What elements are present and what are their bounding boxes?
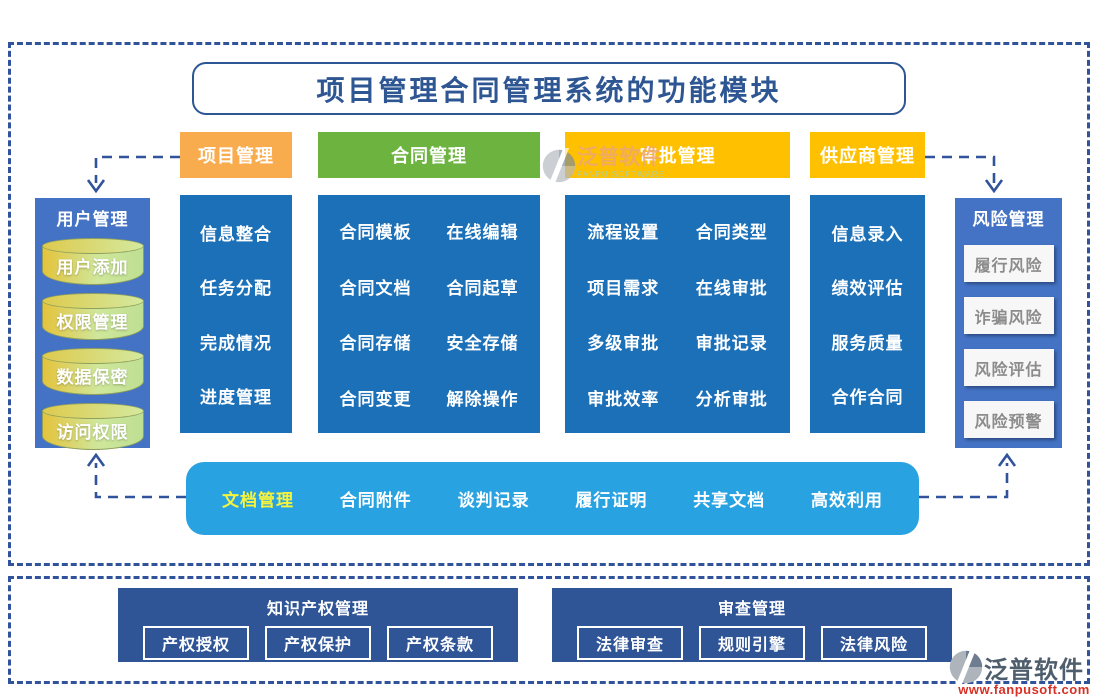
module-label: 合同变更 [339, 389, 412, 409]
module-label: 绩效评估 [831, 279, 904, 299]
page-title: 项目管理合同管理系统的功能模块 [192, 62, 906, 115]
module-label: 合同文档 [339, 278, 412, 298]
column-supplier: 信息录入 绩效评估 服务质量 合作合同 [810, 195, 925, 433]
review-item: 规则引擎 [698, 626, 805, 660]
main-dashed-frame [8, 42, 1090, 566]
header-approval-label: 审批管理 [639, 146, 716, 166]
user-item-label: 访问权限 [56, 423, 129, 442]
bottom-dashed-frame [8, 576, 1090, 684]
header-contract-label: 合同管理 [391, 146, 467, 166]
module-label: 安全存储 [446, 334, 519, 354]
module-label: 审批效率 [587, 389, 660, 409]
doc-bar-item: 谈判记录 [457, 491, 530, 510]
doc-bar-item: 高效利用 [810, 491, 883, 510]
doc-bar-item-highlight: 文档管理 [222, 491, 294, 510]
review-management-section: 审查管理 法律审查 规则引擎 法律风险 [552, 588, 952, 662]
cylinder-top [41, 348, 144, 364]
module-label: 解除操作 [446, 389, 519, 409]
ip-section-items: 产权授权 产权保护 产权条款 [118, 626, 518, 660]
ip-section-title: 知识产权管理 [266, 601, 369, 618]
ip-item: 产权条款 [387, 626, 494, 660]
cylinder-top [41, 403, 144, 419]
module-label: 完成情况 [200, 333, 272, 353]
module-label: 服务质量 [831, 333, 904, 353]
module-label: 合同模板 [339, 223, 412, 243]
header-contract: 合同管理 [318, 132, 540, 178]
module-label: 任务分配 [200, 279, 272, 299]
module-label: 进度管理 [200, 388, 272, 408]
user-item-label: 用户添加 [56, 258, 129, 277]
module-label: 合同存储 [339, 334, 412, 354]
module-label: 在线编辑 [446, 223, 519, 243]
cylinder-top [41, 293, 144, 309]
brand-url: www.fanpusoft.com [958, 682, 1090, 697]
module-label: 在线审批 [695, 278, 768, 298]
page-title-text: 项目管理合同管理系统的功能模块 [316, 74, 782, 106]
user-item-cylinder: 访问权限 [41, 403, 144, 450]
risk-panel-title: 风险管理 [972, 210, 1045, 229]
review-item: 法律审查 [576, 626, 683, 660]
doc-bar-item: 合同附件 [339, 491, 412, 510]
doc-bar-item: 共享文档 [693, 491, 766, 510]
ip-management-section: 知识产权管理 产权授权 产权保护 产权条款 [118, 588, 518, 662]
module-label: 流程设置 [587, 223, 660, 243]
module-label: 信息整合 [200, 224, 272, 244]
brand-logo: 泛普软件 www.fanpusoft.com [948, 649, 1100, 697]
module-label: 多级审批 [587, 334, 660, 354]
module-label: 信息录入 [831, 224, 904, 244]
module-label: 审批记录 [695, 334, 768, 354]
risk-item: 诈骗风险 [963, 297, 1054, 334]
column-contract: 合同模板 在线编辑 合同文档 合同起草 合同存储 安全存储 合同变更 解除操作 [318, 195, 540, 433]
user-item-label: 权限管理 [56, 313, 129, 332]
risk-item: 风险预警 [963, 401, 1054, 438]
doc-bar-item: 履行证明 [575, 491, 648, 510]
column-project: 信息整合 任务分配 完成情况 进度管理 [180, 195, 292, 433]
user-item-label: 数据保密 [56, 368, 129, 387]
review-section-items: 法律审查 规则引擎 法律风险 [552, 626, 952, 660]
module-label: 合作合同 [831, 388, 904, 408]
review-section-title: 审查管理 [717, 601, 786, 618]
user-item-cylinder: 权限管理 [41, 293, 144, 340]
user-item-cylinder: 用户添加 [41, 238, 144, 285]
risk-management-panel: 风险管理 履行风险 诈骗风险 风险评估 风险预警 [955, 198, 1062, 448]
brand-name: 泛普软件 [984, 656, 1084, 684]
fanpu-logo-icon [949, 649, 983, 685]
header-approval: 审批管理 [565, 132, 790, 178]
document-bar: 文档管理 合同附件 谈判记录 履行证明 共享文档 高效利用 [186, 462, 919, 535]
ip-item: 产权保护 [264, 626, 371, 660]
cylinder-top [41, 238, 144, 254]
header-project: 项目管理 [180, 132, 292, 178]
header-supplier-label: 供应商管理 [820, 146, 915, 166]
review-item: 法律风险 [821, 626, 928, 660]
column-approval: 流程设置 合同类型 项目需求 在线审批 多级审批 审批记录 审批效率 分析审批 [565, 195, 790, 433]
module-label: 合同类型 [695, 223, 768, 243]
module-label: 项目需求 [587, 278, 660, 298]
user-panel-title: 用户管理 [56, 210, 129, 229]
header-project-label: 项目管理 [198, 146, 274, 166]
module-label: 分析审批 [695, 389, 768, 409]
risk-item: 风险评估 [963, 349, 1054, 386]
risk-item: 履行风险 [963, 245, 1054, 282]
module-label: 合同起草 [446, 278, 519, 298]
user-management-panel: 用户管理 用户添加 权限管理 数据保密 访问权限 [35, 198, 150, 450]
user-item-cylinder: 数据保密 [41, 348, 144, 395]
header-supplier: 供应商管理 [810, 132, 925, 178]
ip-item: 产权授权 [142, 626, 249, 660]
